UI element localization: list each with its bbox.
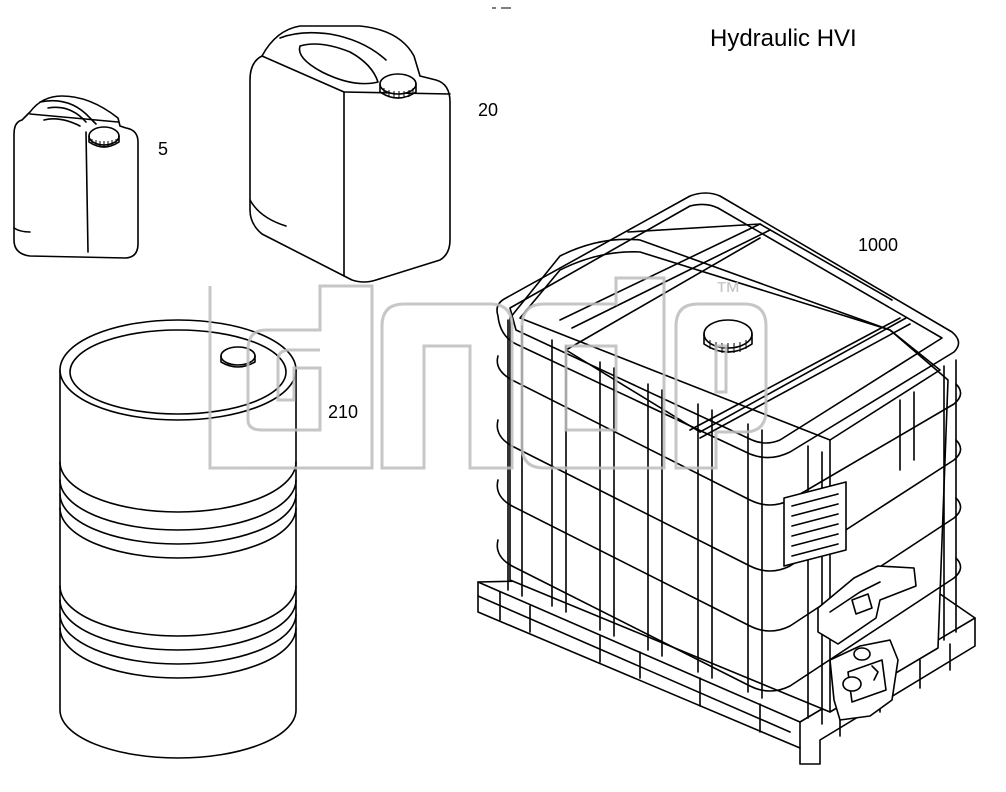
trademark-symbol: ™ <box>715 276 741 306</box>
page-title: Hydraulic HVI <box>710 25 857 52</box>
small-canister-icon <box>13 95 139 259</box>
watermark-logo: ™ <box>208 276 768 470</box>
ibc-tank-icon <box>477 192 976 765</box>
item-label-1000: 1000 <box>858 235 898 255</box>
item-label-5: 5 <box>158 139 168 159</box>
large-canister-icon <box>249 25 451 283</box>
barrel-icon <box>59 319 297 759</box>
item-label-210: 210 <box>328 402 358 422</box>
item-label-20: 20 <box>478 100 498 120</box>
